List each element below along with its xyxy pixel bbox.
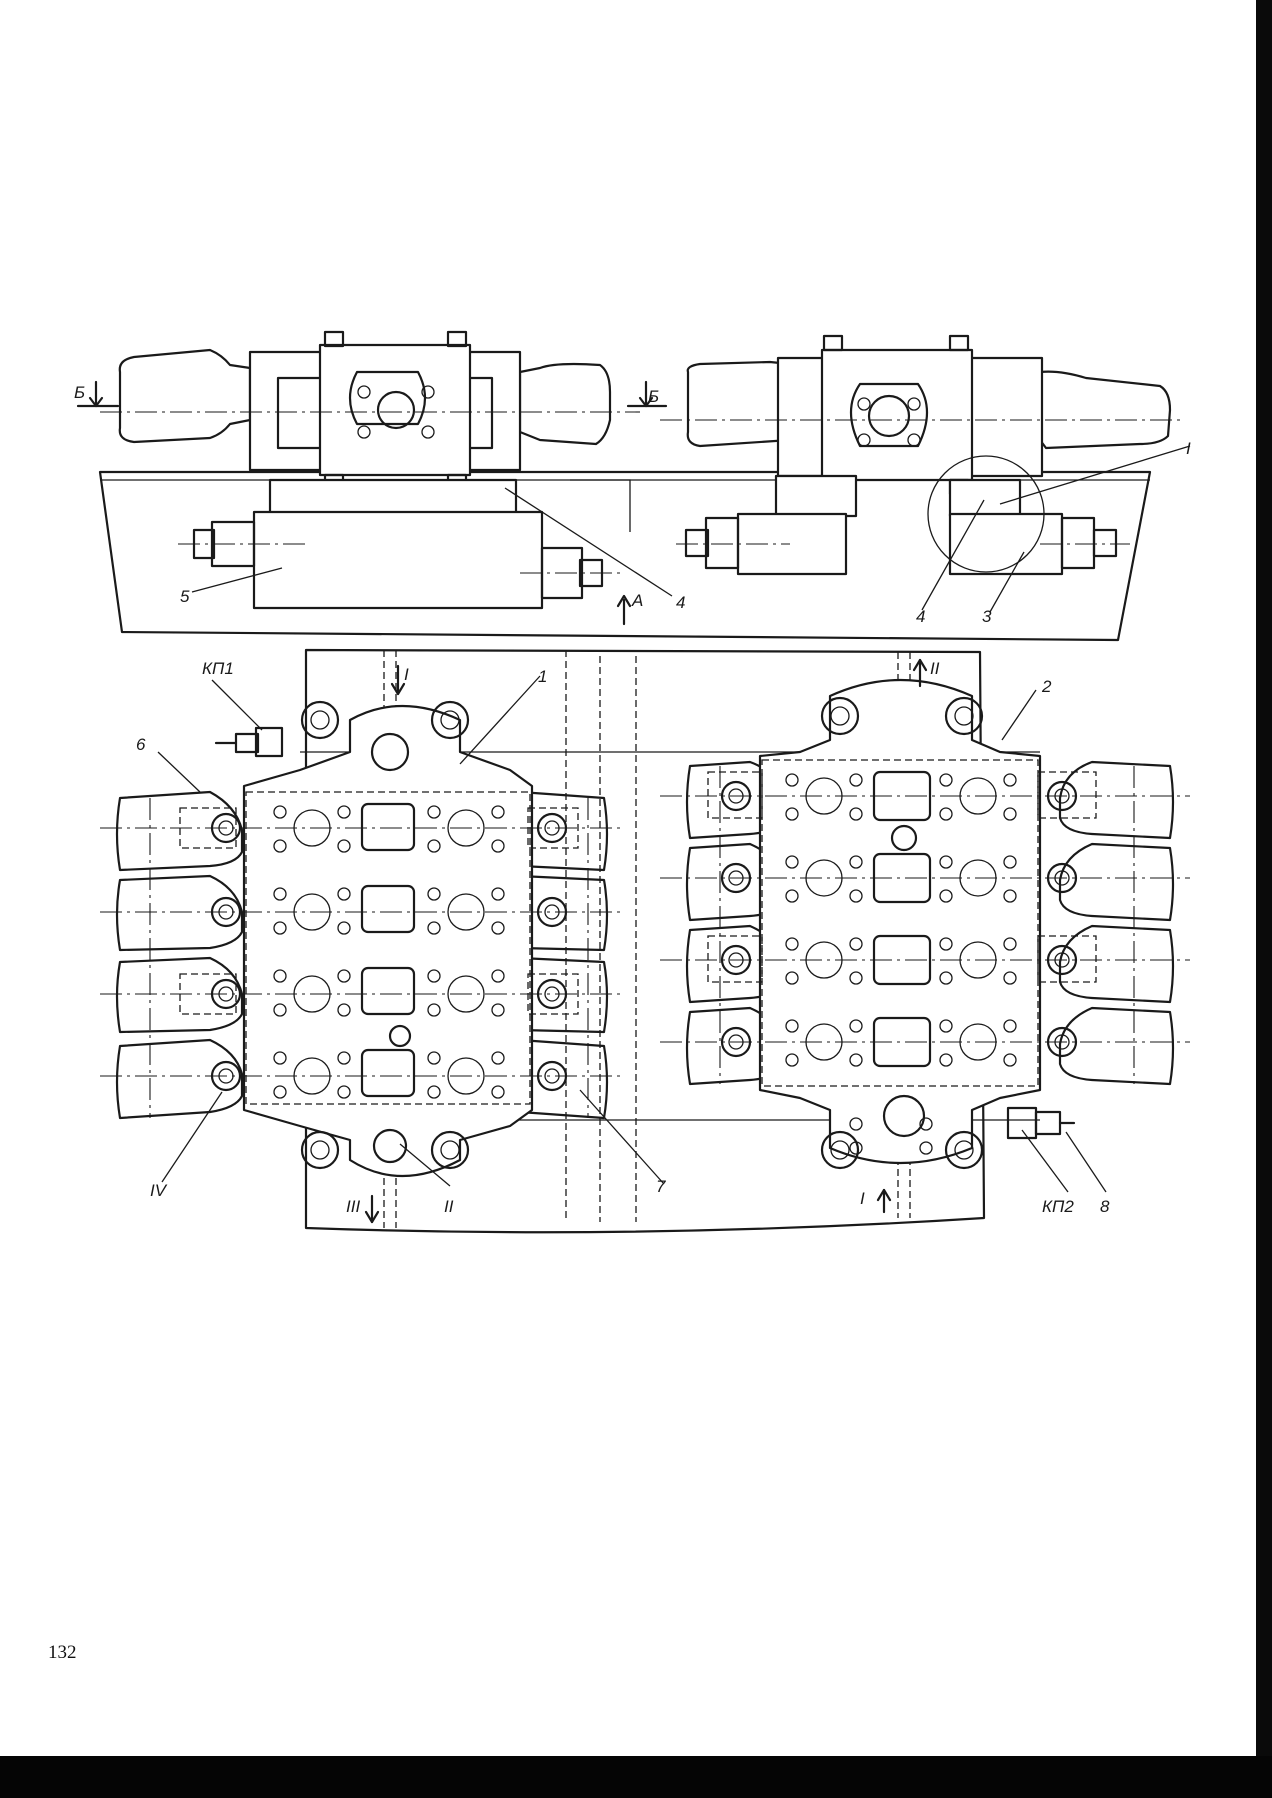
label-part-7: 7 <box>656 1177 666 1196</box>
label-section-b-left: Б <box>74 383 85 402</box>
detail-circle-i <box>927 455 1045 573</box>
label-kp1: КП1 <box>202 659 234 678</box>
side-elevation-view <box>76 330 1191 642</box>
mounting-plate <box>304 648 986 1234</box>
label-part-3: 3 <box>982 607 992 626</box>
scan-border-bottom <box>0 1756 1272 1798</box>
label-view-a: А <box>631 591 643 610</box>
label-port-i-left: I <box>404 665 409 684</box>
label-part-4-right: 4 <box>916 607 925 626</box>
label-section-b-right: Б <box>648 387 659 406</box>
right-distributor-plan <box>660 658 1190 1214</box>
label-port-ii-left: II <box>444 1197 454 1216</box>
label-part-4-left: 4 <box>676 593 685 612</box>
label-part-2: 2 <box>1041 677 1052 696</box>
page-edge-shadow <box>1256 0 1272 1756</box>
part-5-block <box>252 510 544 610</box>
left-distributor-side <box>100 330 640 610</box>
label-part-6: 6 <box>136 735 146 754</box>
drawing-labels: Б Б А I 5 4 4 3 КП1 I 1 II 2 6 7 IV III … <box>74 383 1191 1216</box>
label-part-1: 1 <box>538 667 547 686</box>
label-port-ii-right: II <box>930 659 940 678</box>
label-kp2: КП2 <box>1042 1197 1074 1216</box>
page-number: 132 <box>48 1642 77 1663</box>
label-part-5: 5 <box>180 587 190 606</box>
label-port-iii: III <box>346 1197 360 1216</box>
plan-view <box>100 648 1190 1234</box>
label-port-i-right: I <box>860 1189 865 1208</box>
label-part-8: 8 <box>1100 1197 1110 1216</box>
label-node-i: I <box>1186 439 1191 458</box>
left-distributor-plan <box>100 664 620 1224</box>
right-distributor-side <box>660 334 1180 576</box>
label-port-iv: IV <box>150 1181 168 1200</box>
